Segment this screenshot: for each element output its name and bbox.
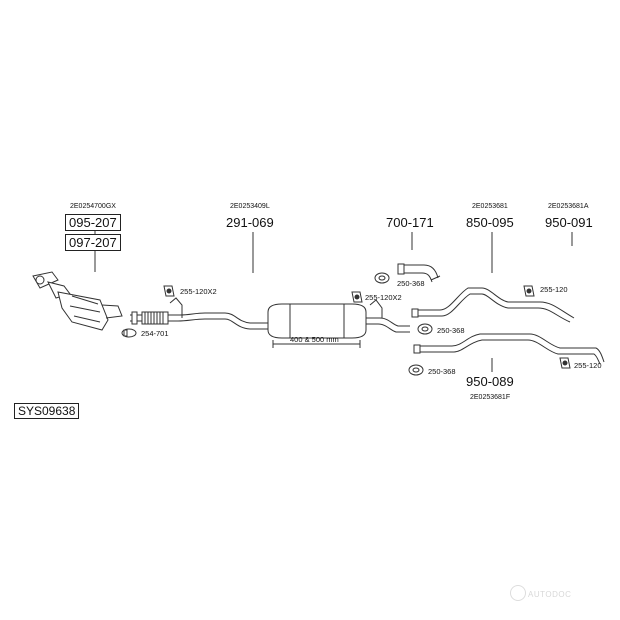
hanger-icon-6 bbox=[523, 285, 535, 297]
clamp-label: 254-701 bbox=[141, 329, 169, 338]
hanger-icon-3 bbox=[351, 291, 363, 303]
part-number[interactable]: 700-171 bbox=[386, 215, 434, 230]
clamp-label: 255-120 bbox=[540, 285, 568, 294]
group-code: 2E0253681A bbox=[548, 203, 589, 210]
clamp-label: 250-368 bbox=[397, 279, 425, 288]
part-number[interactable]: 950-091 bbox=[545, 215, 593, 230]
clamp-label: 255-120X2 bbox=[365, 293, 402, 302]
center-muffler bbox=[267, 299, 410, 348]
part-number[interactable]: 291-069 bbox=[226, 215, 274, 230]
clamp-icon-5 bbox=[417, 323, 433, 335]
part-number[interactable]: 950-089 bbox=[466, 374, 514, 389]
dimension-label: 400 & 500 mm bbox=[290, 335, 339, 344]
hanger-icon-8 bbox=[559, 357, 571, 369]
clamp-label: 255-120X2 bbox=[180, 287, 217, 296]
group-code: 2E0253409L bbox=[230, 203, 270, 210]
group-code: 2E0254700GX bbox=[70, 203, 116, 210]
tail-pipe-700 bbox=[397, 263, 441, 283]
part-number[interactable]: 095-207 bbox=[65, 214, 121, 231]
watermark-logo-icon bbox=[510, 585, 526, 601]
clamp-label: 255-120 bbox=[574, 361, 602, 370]
front-pipe bbox=[130, 297, 270, 330]
hanger-icon-1 bbox=[163, 285, 175, 297]
clamp-label: 250-368 bbox=[428, 367, 456, 376]
part-number[interactable]: 097-207 bbox=[65, 234, 121, 251]
system-code: SYS09638 bbox=[14, 403, 80, 419]
part-number[interactable]: 850-095 bbox=[466, 215, 514, 230]
group-code: 2E0253681 bbox=[472, 203, 508, 210]
group-code: 2E0253681F bbox=[470, 394, 511, 401]
clamp-icon-2 bbox=[121, 328, 137, 338]
clamp-icon-4 bbox=[374, 272, 390, 284]
clamp-icon-7 bbox=[408, 364, 424, 376]
particulate-filter bbox=[32, 271, 123, 331]
watermark: AUTODOC bbox=[528, 590, 572, 599]
rear-pipe-950 bbox=[413, 333, 605, 365]
clamp-label: 250-368 bbox=[437, 326, 465, 335]
rear-pipe-850 bbox=[411, 287, 575, 323]
